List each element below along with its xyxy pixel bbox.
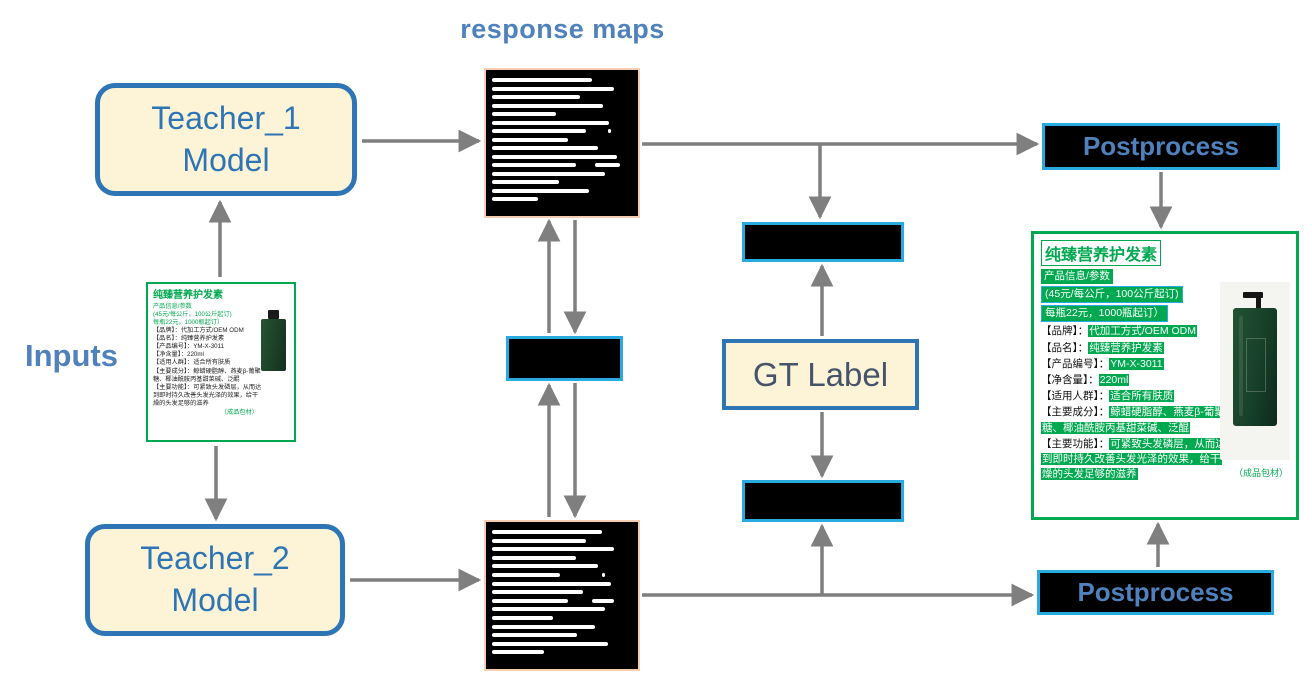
input-card-line: 纯臻营养护发素	[153, 290, 223, 301]
response-line	[492, 538, 587, 543]
input-card-line: 【品牌】：代加工方式/OEM ODM	[153, 327, 244, 335]
response-line	[492, 112, 556, 117]
response-line	[492, 641, 608, 646]
postprocess-top-label: Postprocess	[1082, 131, 1240, 161]
input-product-card: 纯臻营养护发素产品信息/参数(45元/每公斤，100公斤起订)每瓶22元，100…	[146, 282, 296, 442]
response-line	[492, 146, 599, 151]
gt-label-node: GT Label	[722, 339, 919, 410]
response-line	[492, 616, 553, 620]
response-line	[492, 137, 569, 142]
bottle-body	[260, 319, 286, 371]
response-line	[492, 103, 604, 108]
teacher1-model-node: Teacher_1 Model	[95, 83, 357, 196]
output-spec-row: 【主要功能】：可紧致头发磷层，从而达到即时持久改善头发光泽的效果，给干燥的头发足…	[1041, 437, 1227, 481]
bottle-pump	[1243, 292, 1267, 308]
packaging-note: （成品包材）	[1233, 468, 1288, 478]
output-spec-row: 【净含量】：220ml	[1041, 374, 1130, 387]
postprocess-bottom-node: Postprocess	[1037, 570, 1274, 615]
input-product-photo	[258, 310, 288, 371]
response-line	[492, 598, 569, 603]
response-line	[492, 154, 617, 159]
response-line	[492, 171, 605, 176]
postprocess-bottom-label: Postprocess	[1077, 577, 1234, 607]
output-product-card: 纯臻营养护发素 产品信息/参数(45元/每公斤，100公斤起订)每瓶22元，10…	[1031, 231, 1299, 520]
teacher2-label: Teacher_2 Model	[140, 540, 290, 618]
loss-box-top	[742, 222, 904, 262]
response-line	[492, 129, 587, 134]
loss-box-bottom	[742, 480, 904, 522]
output-card-specs: 【品牌】：代加工方式/OEM ODM 【品名】：纯臻营养护发素【产品编号】：YM-…	[1041, 324, 1227, 482]
teacher2-model-node: Teacher_2 Model	[85, 524, 345, 636]
response-line	[595, 163, 620, 168]
response-line	[492, 607, 605, 612]
output-spec-row: 【品名】：纯臻营养护发素	[1041, 341, 1164, 354]
output-spec-row: 【品牌】：代加工方式/OEM ODM	[1041, 325, 1197, 338]
output-spec-row: 【产品编号】：YM-X-3011	[1041, 357, 1164, 370]
postprocess-top-node: Postprocess	[1042, 123, 1280, 170]
response-line	[492, 530, 602, 534]
input-card-line: （成品包材）	[220, 408, 258, 416]
response-line	[492, 590, 584, 595]
input-card-line: 【主要成分】：鲸蜡硬脂醇、燕麦β-葡聚糖、椰油酰胺丙基甜菜碱、泛醌	[153, 367, 261, 383]
input-card-line: 【净含量】：220ml	[153, 351, 204, 359]
input-card-line: 【品名】：纯臻营养护发素	[153, 335, 225, 343]
response-line	[492, 120, 610, 125]
output-card-info: 产品信息/参数(45元/每公斤，100公斤起订)每瓶22元，1000瓶起订）	[1041, 269, 1290, 323]
response-line	[492, 581, 611, 586]
output-spec-row: 【适用人群】：适合所有肤质	[1041, 390, 1175, 403]
response-line	[492, 564, 599, 569]
response-line	[492, 188, 590, 193]
output-spec-row: 【主要成分】：鲸蜡硬脂醇、燕麦β-葡聚糖、椰油酰胺丙基甜菜碱、泛醌	[1041, 406, 1226, 434]
input-card-line: 【主要功能】：可紧致头发磷层，从而达到即时持久改善头发光泽的效果，给干燥的头发足…	[153, 383, 262, 407]
input-card-line: 每瓶22元，1000瓶起订）	[153, 319, 224, 327]
response-line	[492, 555, 576, 560]
output-product-photo	[1220, 282, 1290, 460]
output-info-line: (45元/每公斤，100公斤起订)	[1041, 286, 1183, 304]
response-line	[607, 129, 611, 134]
response-line	[492, 86, 614, 91]
response-line	[492, 197, 538, 202]
response-maps-label: response maps	[460, 14, 665, 44]
inputs-label: Inputs	[25, 338, 118, 373]
input-card-line: 产品信息/参数	[153, 303, 192, 310]
response-line	[592, 598, 614, 603]
input-card-line: (45元/每公斤，100公斤起订)	[153, 311, 232, 319]
response-line	[492, 624, 596, 629]
response-map-top	[484, 68, 640, 218]
response-line	[492, 78, 593, 82]
response-map-bottom	[484, 520, 640, 671]
bottle-body	[1233, 308, 1277, 426]
response-line	[601, 573, 605, 577]
input-card-line: 【适用人群】：适合所有肤质	[153, 359, 231, 367]
output-info-line: 产品信息/参数	[1041, 269, 1113, 285]
loss-box-middle	[506, 336, 623, 381]
output-card-title: 纯臻营养护发素	[1041, 240, 1162, 266]
response-line	[492, 180, 559, 185]
input-card-lines: 纯臻营养护发素产品信息/参数(45元/每公斤，100公斤起订)每瓶22元，100…	[153, 289, 290, 417]
response-line	[492, 163, 576, 168]
response-line	[492, 650, 544, 655]
response-line	[492, 573, 561, 577]
input-card-line: 【产品编号】：YM-X-3011	[153, 343, 225, 351]
response-line	[492, 633, 578, 638]
response-line	[492, 547, 614, 552]
response-line	[492, 95, 581, 100]
gt-label-text: GT Label	[752, 355, 889, 393]
teacher1-label: Teacher_1 Model	[151, 99, 301, 178]
bottle-cap	[267, 310, 279, 319]
output-info-line: 每瓶22元，1000瓶起订）	[1041, 305, 1169, 323]
